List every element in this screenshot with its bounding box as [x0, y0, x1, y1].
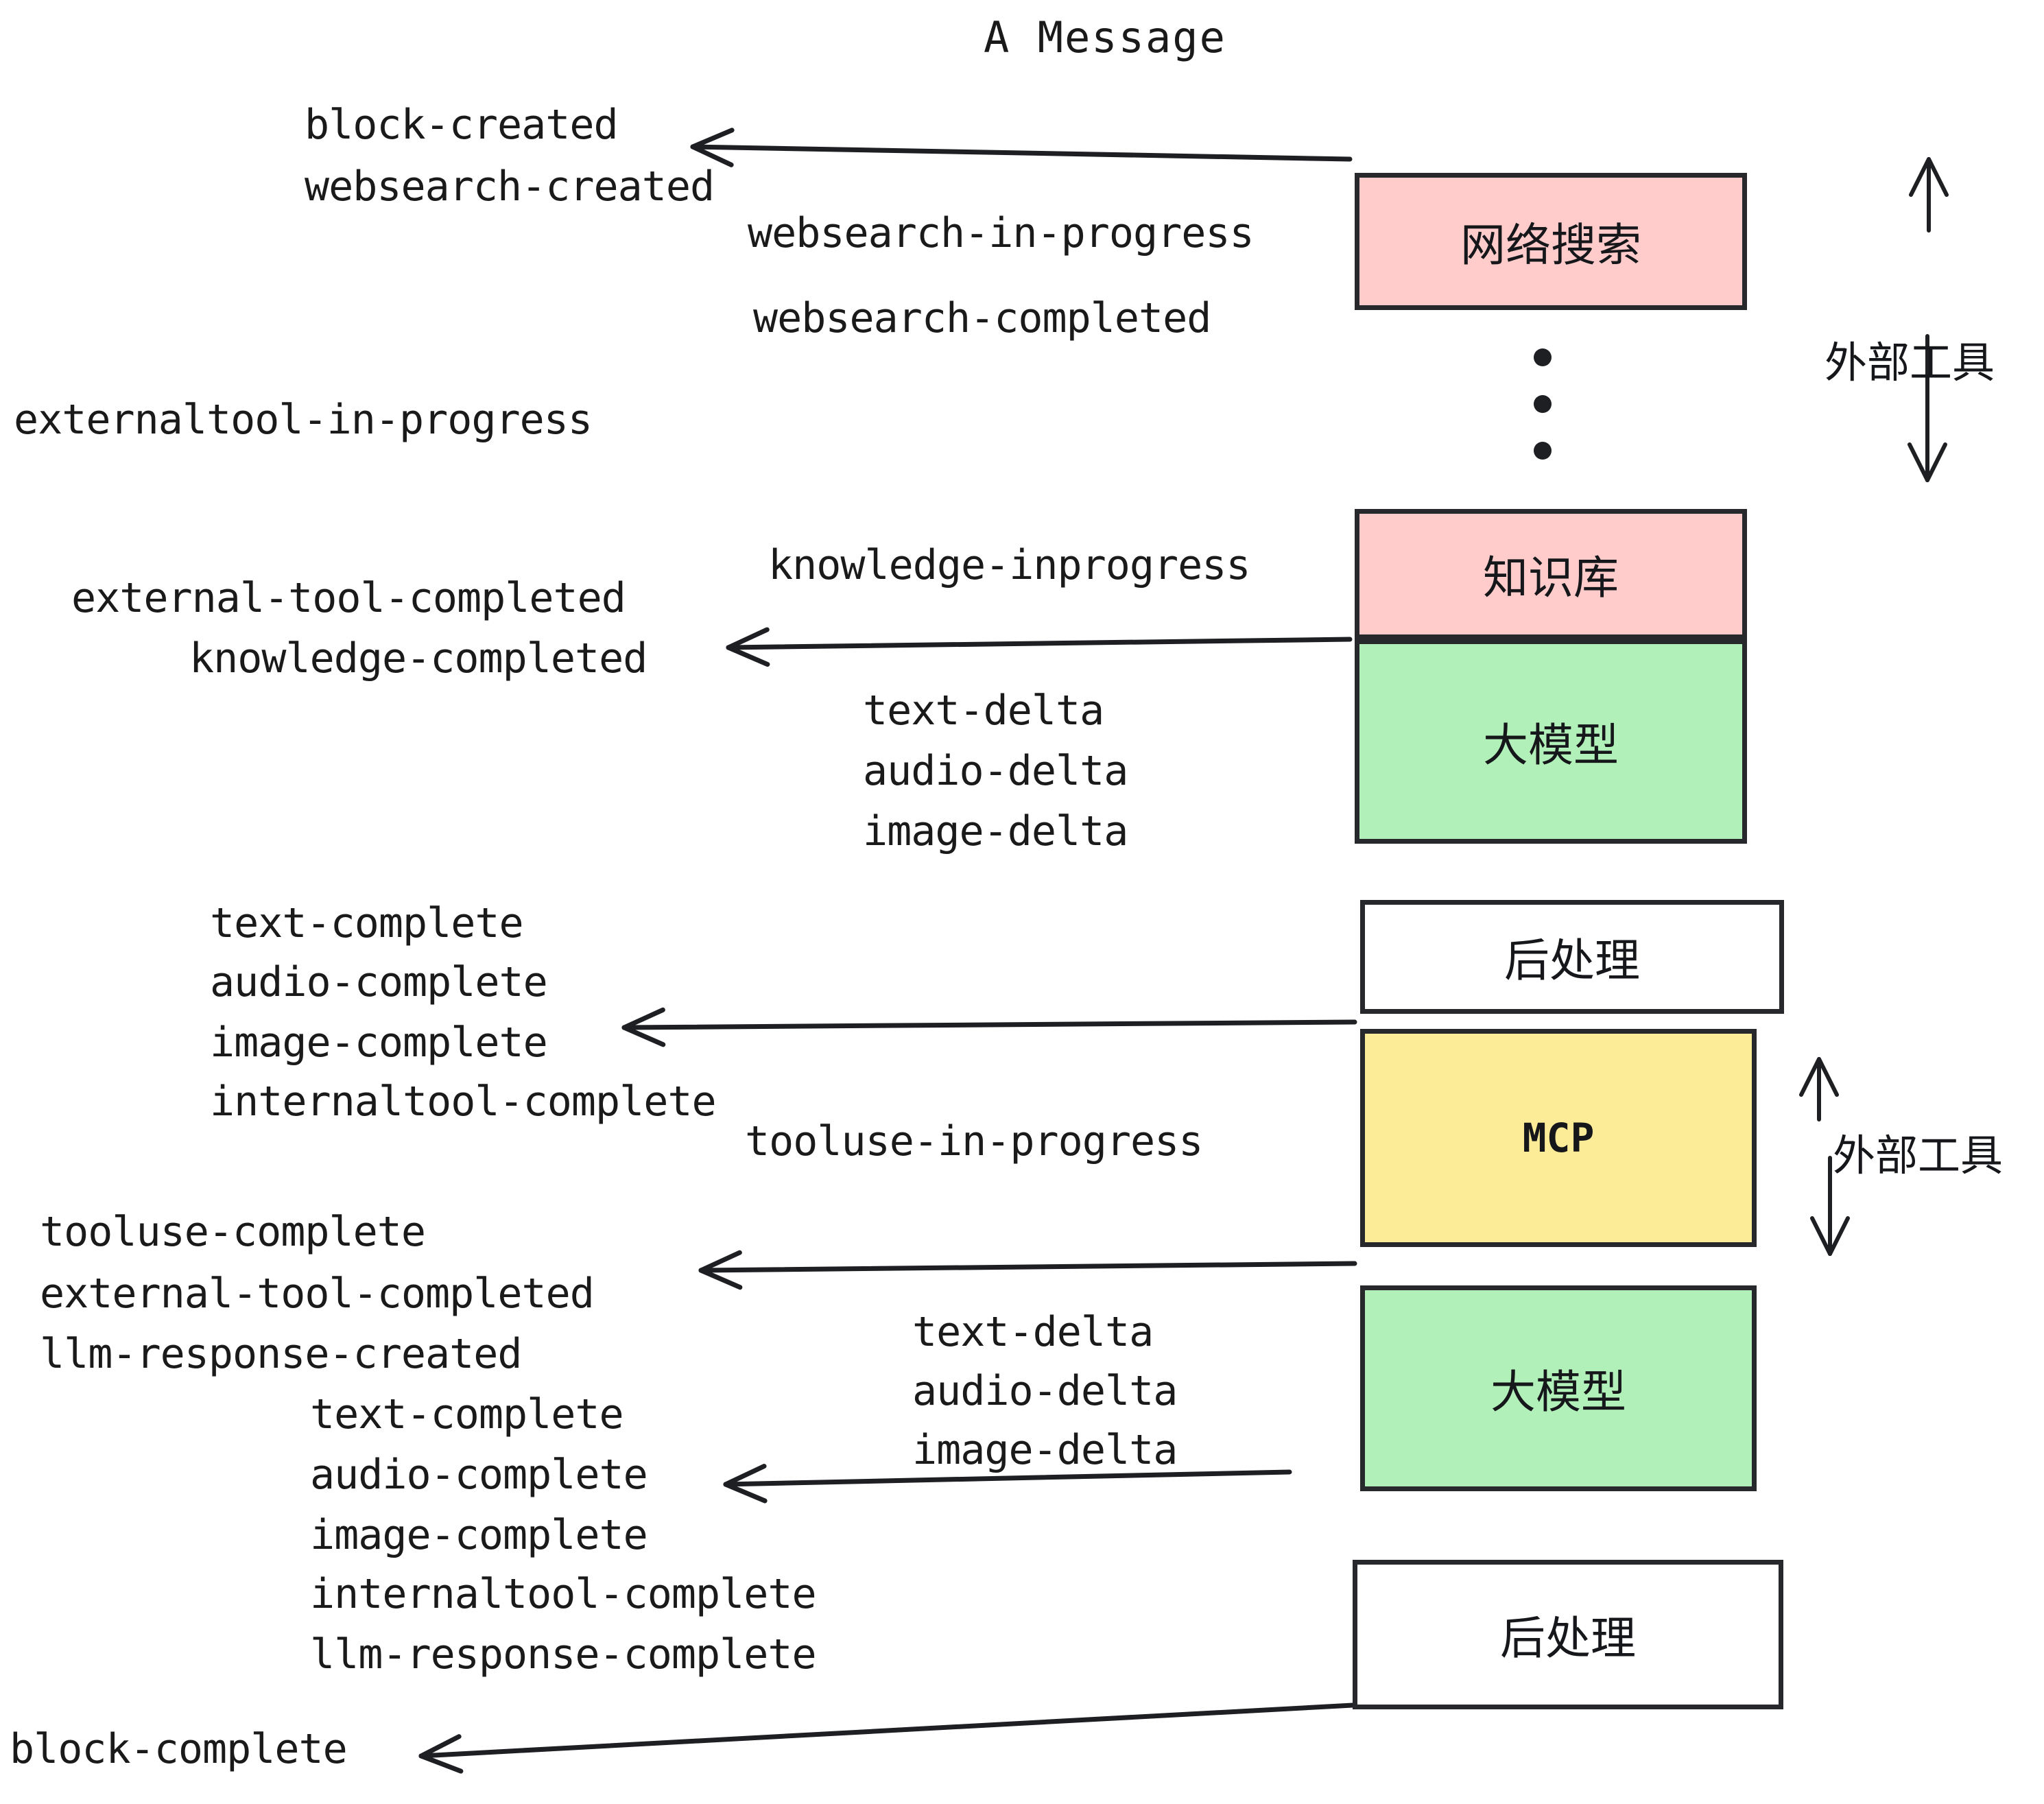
event-label-image-complete-2: image-complete	[310, 1511, 648, 1559]
node-knowledge: 知识库	[1355, 509, 1747, 639]
event-label-knowledge-inprogress: knowledge-inprogress	[768, 541, 1250, 589]
event-label-external-tool-completed-2: external-tool-completed	[40, 1270, 595, 1318]
ellipsis-dot-1	[1534, 395, 1552, 413]
arrow-arrow-block-complete	[418, 1702, 1355, 1774]
node-post-2: 后处理	[1353, 1560, 1783, 1709]
event-label-external-tool-completed: external-tool-completed	[71, 574, 626, 622]
event-label-text-delta-1: text-delta	[863, 687, 1104, 735]
event-label-llm-response-created: llm-response-created	[40, 1330, 522, 1378]
event-label-image-complete-1: image-complete	[210, 1019, 548, 1067]
arrow-arrow-block-created	[690, 128, 1353, 167]
event-label-websearch-created: websearch-created	[305, 163, 715, 211]
arrow-arrow-tooluse-complete	[698, 1250, 1357, 1290]
event-label-block-created: block-created	[305, 101, 619, 149]
event-label-websearch-in-progress: websearch-in-progress	[748, 209, 1255, 257]
event-label-tooluse-in-progress: tooluse-in-progress	[745, 1117, 1203, 1165]
node-post-1: 后处理	[1360, 900, 1784, 1014]
node-mcp: MCP	[1360, 1029, 1757, 1247]
event-label-block-complete: block-complete	[10, 1725, 348, 1773]
event-label-internaltool-complete-2: internaltool-complete	[310, 1570, 817, 1618]
ellipsis-dot-0	[1534, 348, 1552, 366]
event-label-externaltool-in-progress: externaltool-in-progress	[14, 396, 593, 444]
node-llm-2: 大模型	[1360, 1285, 1757, 1491]
side-label-external-tools-top: 外部工具	[1825, 337, 1995, 388]
event-label-audio-delta-1: audio-delta	[863, 747, 1128, 795]
event-label-llm-response-complete: llm-response-complete	[310, 1630, 817, 1678]
event-label-audio-complete-2: audio-complete	[310, 1451, 648, 1499]
event-label-websearch-completed: websearch-completed	[753, 294, 1211, 342]
arrow-external-tools-up-2	[1799, 1057, 1839, 1121]
event-label-audio-delta-2: audio-delta	[912, 1367, 1178, 1415]
event-label-image-delta-2: image-delta	[912, 1426, 1178, 1474]
event-label-knowledge-completed: knowledge-completed	[189, 634, 647, 683]
arrow-arrow-knowledge-complete	[726, 627, 1353, 667]
arrow-arrow-image-complete	[621, 1007, 1357, 1047]
event-label-text-complete-1: text-complete	[210, 899, 524, 947]
event-label-tooluse-complete: tooluse-complete	[40, 1208, 426, 1256]
node-websearch: 网络搜索	[1355, 173, 1747, 310]
event-label-audio-complete-1: audio-complete	[210, 958, 548, 1006]
diagram-title: A Message	[984, 12, 1226, 62]
node-llm-1: 大模型	[1355, 639, 1747, 844]
ellipsis-dot-2	[1534, 442, 1552, 460]
event-label-image-delta-1: image-delta	[863, 807, 1128, 855]
side-label-external-tools-bottom: 外部工具	[1833, 1130, 2004, 1180]
event-label-internaltool-complete-1: internaltool-complete	[210, 1078, 717, 1126]
arrow-external-tools-up-1	[1909, 157, 1949, 233]
event-label-text-complete-2: text-complete	[310, 1390, 624, 1438]
event-label-text-delta-2: text-delta	[912, 1308, 1154, 1356]
